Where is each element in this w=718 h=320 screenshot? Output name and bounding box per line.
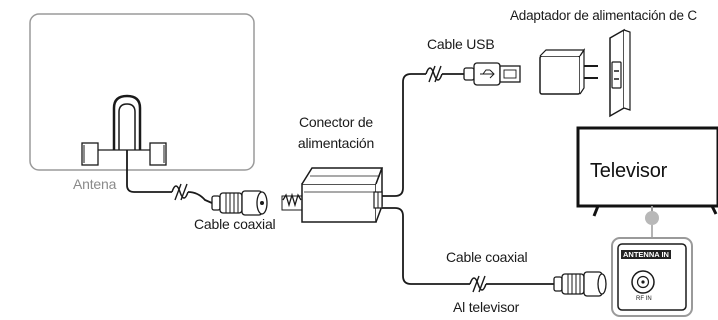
usb-plug xyxy=(463,62,521,86)
connector-label-line1: Conector de xyxy=(298,114,374,130)
coax-connector-2 xyxy=(553,271,607,297)
antenna-cable xyxy=(126,150,213,204)
to-tv-label: Al televisor xyxy=(453,299,520,315)
power-adapter xyxy=(539,48,598,95)
usb-cable-label: Cable USB xyxy=(427,36,495,52)
rf-in-label: RF IN xyxy=(636,296,652,302)
connector-label: Conector de alimentación xyxy=(280,112,392,154)
television xyxy=(576,126,718,240)
antenna-label: Antena xyxy=(73,176,117,192)
antenna-panel xyxy=(29,13,255,171)
coax-cable-label-2: Cable coaxial xyxy=(446,249,528,265)
tv-coax-cable xyxy=(382,207,554,293)
adapter-label: Adaptador de alimentación de C xyxy=(510,8,697,23)
usb-cable xyxy=(382,65,464,197)
wall-outlet xyxy=(609,28,631,118)
coax-connector-1 xyxy=(211,190,268,216)
coax-cable-label-1: Cable coaxial xyxy=(194,216,276,232)
tv-label: Televisor xyxy=(590,160,668,182)
connector-label-line2: alimentación xyxy=(297,135,375,151)
power-connector xyxy=(281,167,384,223)
antenna-in-label: ANTENNA IN xyxy=(621,250,671,259)
